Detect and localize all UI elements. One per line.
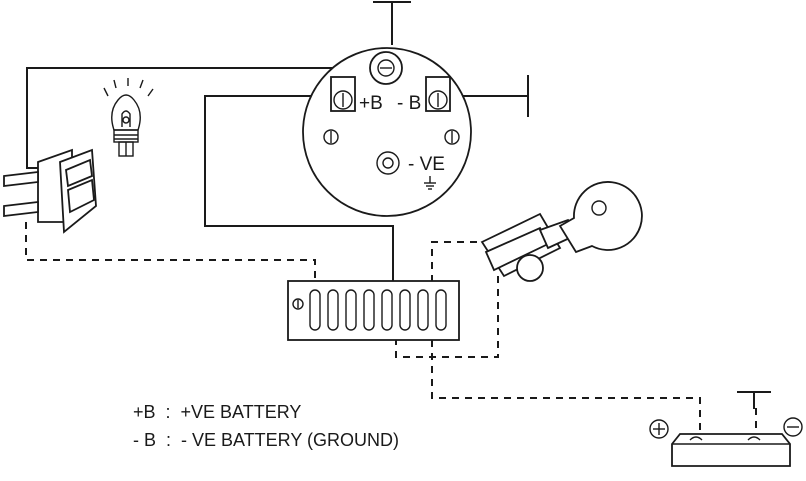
switch-terminal-top bbox=[3, 170, 39, 188]
fuse-8 bbox=[435, 289, 447, 331]
rocker-switch bbox=[3, 148, 97, 234]
fuse-3 bbox=[345, 289, 357, 331]
fuse-1 bbox=[309, 289, 321, 331]
fuse-7 bbox=[417, 289, 429, 331]
terminal-negative bbox=[425, 76, 451, 112]
label-negative: - B bbox=[397, 93, 421, 114]
battery bbox=[649, 391, 803, 467]
wire-positive-to-fuse bbox=[204, 95, 394, 293]
dash-key-to-fuse bbox=[395, 276, 499, 358]
fuse-block bbox=[287, 280, 460, 341]
plus-circle-icon bbox=[649, 419, 669, 439]
dashed-wires bbox=[25, 222, 757, 434]
dash-fuse-to-battery bbox=[431, 340, 701, 434]
key-switch-knob bbox=[516, 254, 544, 282]
terminal-positive bbox=[330, 76, 356, 112]
fuse-4 bbox=[363, 289, 375, 331]
label-ground: - VE bbox=[408, 154, 445, 175]
terminal-ground bbox=[376, 151, 400, 175]
legend-positive: +B : +VE BATTERY bbox=[133, 402, 301, 422]
ground-icon bbox=[424, 176, 436, 190]
legend-negative: - B : - VE BATTERY (GROUND) bbox=[133, 430, 399, 450]
key-icon bbox=[558, 181, 643, 254]
light-bulb-icon bbox=[103, 78, 154, 157]
mounting-screw-left bbox=[323, 129, 339, 145]
minus-circle-icon bbox=[783, 417, 803, 437]
ignition-key-switch bbox=[480, 181, 643, 282]
dash-fuse-to-key bbox=[431, 241, 484, 282]
fuse-2 bbox=[327, 289, 339, 331]
legend: +B : +VE BATTERY - B : - VE BATTERY (GRO… bbox=[133, 402, 399, 450]
fuse-6 bbox=[399, 289, 411, 331]
fuse-5 bbox=[381, 289, 393, 331]
label-positive: +B bbox=[359, 93, 383, 114]
switch-terminal-bottom bbox=[3, 200, 39, 218]
mounting-screw-right bbox=[444, 129, 460, 145]
gauge: +B - B - VE bbox=[302, 47, 472, 217]
dash-switch-to-fuse bbox=[25, 222, 316, 282]
